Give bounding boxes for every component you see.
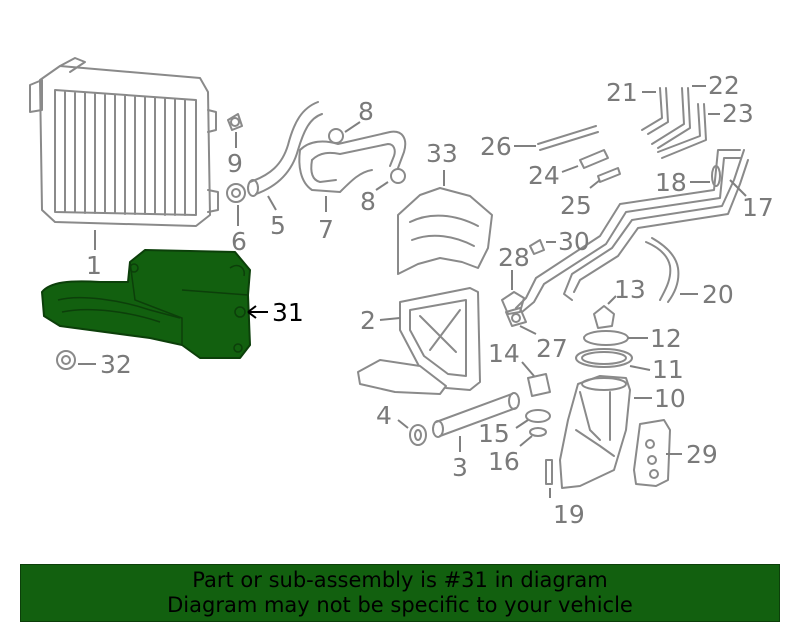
callout-28: 28 — [498, 243, 530, 272]
part-1-radiator — [29, 57, 219, 227]
callout-20: 20 — [702, 280, 734, 309]
part-31-highlighted-duct — [41, 249, 251, 359]
part-21-pipe — [641, 87, 669, 135]
callout-16: 16 — [488, 447, 520, 476]
leader-8a — [344, 121, 361, 133]
part-4-clamp — [409, 424, 427, 446]
leader-14 — [521, 361, 535, 377]
leader-31 — [247, 305, 268, 319]
callout-12: 12 — [650, 324, 682, 353]
part-12-cap — [583, 330, 629, 346]
callout-22: 22 — [708, 71, 740, 100]
callout-11: 11 — [652, 355, 684, 384]
part-33-shroud — [397, 187, 493, 275]
part-14-connector — [527, 373, 551, 397]
callout-15: 15 — [478, 419, 510, 448]
callout-25: 25 — [560, 191, 592, 220]
part-2-bracket — [357, 287, 481, 395]
part-27-valve-body — [505, 307, 527, 327]
leader-24 — [561, 165, 579, 173]
part-20-hose — [645, 237, 680, 303]
part-25-tube — [597, 167, 621, 183]
part-6-clamp — [226, 183, 246, 203]
callout-30: 30 — [558, 227, 590, 256]
part-15-seal — [525, 409, 551, 423]
callout-31: 31 — [272, 298, 304, 327]
info-banner: Part or sub-assembly is #31 in diagram D… — [20, 564, 780, 622]
leader-25 — [589, 179, 601, 189]
leader-16 — [519, 435, 533, 447]
callout-29: 29 — [686, 440, 718, 469]
leader-4 — [397, 419, 409, 429]
part-29-plate — [633, 419, 671, 487]
callout-19: 19 — [553, 500, 585, 529]
callout-26: 26 — [480, 132, 512, 161]
callout-6: 6 — [231, 227, 247, 256]
callout-14: 14 — [488, 339, 520, 368]
callout-8b: 8 — [360, 187, 376, 216]
part-19-bolt — [545, 459, 553, 485]
callout-27: 27 — [536, 334, 568, 363]
callout-33: 33 — [426, 139, 458, 168]
part-3-pipe — [432, 392, 520, 438]
leader-11 — [629, 365, 651, 371]
part-26-tube — [537, 125, 599, 151]
leader-15 — [515, 419, 529, 429]
callout-13: 13 — [614, 275, 646, 304]
part-5-hose — [247, 101, 323, 197]
callout-24: 24 — [528, 161, 560, 190]
callout-3: 3 — [452, 453, 468, 482]
leader-5 — [267, 195, 277, 211]
parts-diagram: 1 31 32 9 6 5 8 8 — [29, 57, 774, 529]
leader-2 — [379, 317, 401, 321]
callout-23: 23 — [722, 99, 754, 128]
banner-line-1: Part or sub-assembly is #31 in diagram — [192, 568, 608, 592]
leader-27 — [519, 325, 537, 335]
part-7-hose — [298, 130, 407, 193]
callout-9: 9 — [227, 149, 243, 178]
part-13-sensor — [593, 305, 615, 329]
callout-2: 2 — [360, 306, 376, 335]
part-18-pipe — [515, 149, 741, 313]
leader-8b — [375, 181, 389, 191]
part-23-pipe — [657, 103, 707, 159]
part-32-grommet — [56, 350, 76, 370]
part-11-ring — [575, 348, 633, 368]
callout-32: 32 — [100, 350, 132, 379]
callout-21: 21 — [606, 78, 638, 107]
leader-13 — [607, 295, 617, 305]
part-30-clip — [529, 239, 545, 255]
part-10-reservoir — [559, 375, 631, 489]
part-16-oring — [529, 427, 547, 437]
callout-18: 18 — [655, 168, 687, 197]
part-17-pipe — [563, 149, 749, 301]
part-22-pipe — [651, 87, 691, 149]
part-9-clamp — [227, 113, 243, 131]
callout-10: 10 — [654, 384, 686, 413]
banner-line-2: Diagram may not be specific to your vehi… — [167, 593, 633, 617]
leader-17 — [729, 179, 747, 197]
callout-1: 1 — [86, 251, 102, 280]
callout-17: 17 — [742, 193, 774, 222]
callout-5: 5 — [270, 211, 286, 240]
callout-8a: 8 — [358, 97, 374, 126]
callout-4: 4 — [376, 401, 392, 430]
callout-7: 7 — [318, 215, 334, 244]
part-24-sleeve — [579, 149, 609, 169]
